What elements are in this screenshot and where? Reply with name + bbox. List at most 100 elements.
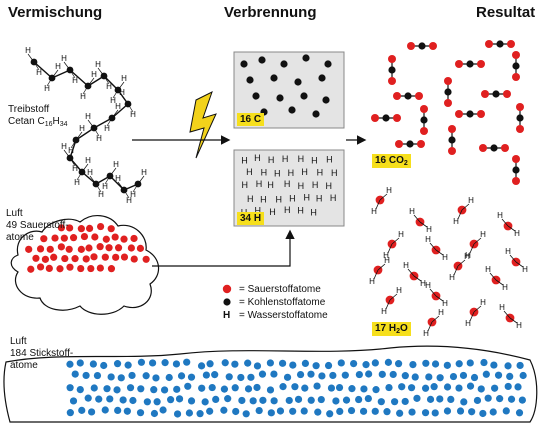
nitrogen-atom [496,395,504,403]
molecule-hydrogen: H [68,146,74,155]
nitrogen-atom [383,408,391,416]
nitrogen-atom [249,397,257,405]
oxygen-atom [114,244,123,252]
h2o-hydrogen: H [480,230,486,239]
co2-oxygen [395,140,403,148]
molecule-carbon [66,66,74,74]
nitrogen-atom [267,409,275,417]
o-h-bond [429,242,437,251]
nitrogen-atom [504,382,512,391]
nitrogen-atom [88,408,96,416]
nitrogen-atom [491,384,499,392]
co2-oxygen [485,40,493,48]
co2-carbon [420,116,428,124]
co2-oxygen [512,155,520,163]
carbon-atom [258,56,266,64]
nitrogen-atom [126,384,135,392]
nitrogen-atom [291,383,299,391]
nitrogen-atom [371,359,379,367]
nitrogen-atom [364,394,372,403]
co2-carbon [382,114,390,122]
h2o-hydrogen: H [465,319,471,328]
oxygen-atom [87,264,95,273]
co2-carbon [512,62,520,70]
nitrogen-atom [332,397,340,405]
molecule-hydrogen: H [130,110,136,119]
hydrogen-atom: H [298,181,305,191]
molecule-carbon [106,172,114,180]
nitrogen-atom [137,358,146,366]
nitrogen-atom [165,373,173,382]
molecule-hydrogen: H [113,160,119,169]
hydrogen-atom: H [269,207,276,217]
nitrogen-atom [425,373,433,381]
nitrogen-atom [150,409,159,418]
nitrogen-atom [173,410,182,418]
h2o-hydrogen: H [453,217,459,226]
co2-oxygen [477,60,485,68]
co2-carbon [418,42,426,50]
header-result: Resultat [476,4,536,21]
nitrogen-atom [301,359,310,368]
carbon-atom [280,60,288,68]
c-c-bond [111,103,129,119]
h2o-hydrogen: H [442,253,448,262]
oxygen-atom [36,245,45,253]
hydrogen-atom: H [303,193,310,203]
nitrogen-atom [167,396,175,404]
air-oxygen-label: Luft 49 Sauerstoff- atome [6,208,69,244]
nitrogen-atom [394,360,403,368]
hydrogen-atom: H [241,180,248,190]
carbon-atom [276,94,284,102]
hydrogen-atom: H [330,193,337,203]
hydrogen-atom: H [254,205,261,215]
nitrogen-atom [426,395,435,403]
nitrogen-atom [314,408,322,416]
o-h-bond [385,299,391,310]
hydrogen-atom: H [247,194,254,204]
nitrogen-atom [355,395,363,404]
oxygen-atom [107,225,115,233]
carbon-atom [312,110,320,118]
nitrogen-atom [142,372,150,380]
h2o-hydrogen: H [464,252,470,261]
nitrogen-atom [335,383,344,392]
nitrogen-atom [78,406,86,414]
molecule-carbon [30,58,38,66]
nitrogen-atom [106,395,114,403]
o-h-bond [379,193,388,201]
h2o-hydrogen: H [426,225,432,234]
h2o-hydrogen: H [499,303,505,312]
nitrogen-atom [422,359,430,367]
co2-oxygen [407,42,415,50]
h2o-hydrogen: H [522,265,528,274]
co2-oxygen [429,42,437,50]
molecule-carbon [48,74,56,82]
h2o-hydrogen: H [369,277,375,286]
hydrogen-atom: H [297,205,304,215]
nitrogen-atom [480,358,488,367]
h2o-hydrogen: H [425,281,431,290]
nitrogen-atom [82,371,90,380]
co2-oxygen [516,125,524,133]
o-h-bond [387,243,393,254]
nitrogen-atom [391,398,399,406]
co2-oxygen [503,90,511,98]
nitrogen-atom [197,362,206,370]
co2-oxygen [477,110,485,118]
o-h-bond [413,275,422,282]
nitrogen-atom [336,407,344,416]
oxygen-atom [77,245,85,253]
nitrogen-atom [347,406,356,415]
oxygen-atom [142,255,150,263]
hydrogen-atom: H [241,156,248,166]
oxygen-atom [130,255,138,263]
o-h-bond [427,321,433,332]
carbon-atom [252,92,260,100]
nitrogen-atom [430,383,438,391]
o-h-bond [495,279,504,286]
nitrogen-atom [466,382,475,390]
nitrogen-atom [396,409,404,417]
co2-oxygen [417,140,425,148]
co2-carbon [490,144,498,152]
